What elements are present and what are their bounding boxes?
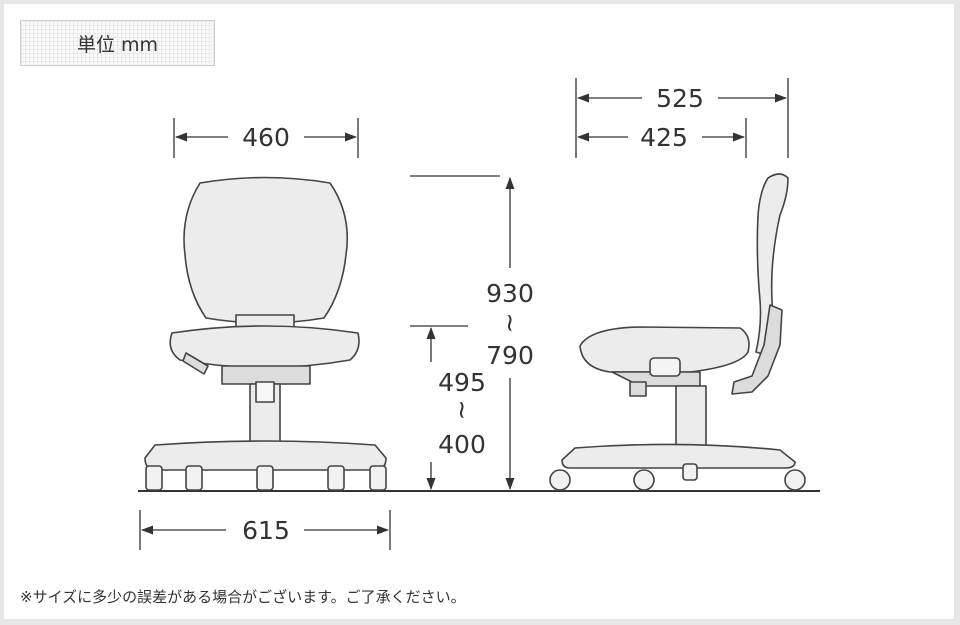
total-height-range-mark: ~ xyxy=(496,313,525,334)
seat-height-min-label: 400 xyxy=(438,430,486,459)
front-caster xyxy=(145,465,163,491)
front-backrest xyxy=(183,176,349,324)
seat-height-dimension xyxy=(410,325,468,490)
side-caster xyxy=(549,469,571,491)
side-base xyxy=(561,443,796,469)
unit-label: 単位 mm xyxy=(20,20,215,66)
total-height-max-label: 930 xyxy=(486,279,534,308)
disclaimer-note: ※サイズに多少の誤差がある場合がございます。ご了承ください。 xyxy=(20,588,466,606)
front-caster xyxy=(185,465,203,491)
front-caster xyxy=(256,465,274,491)
diagram-frame xyxy=(4,4,954,619)
side-caster xyxy=(682,463,698,481)
front-width-dimension xyxy=(173,118,359,158)
base-width-label: 615 xyxy=(242,516,290,545)
side-seat-depth-label: 425 xyxy=(640,123,688,152)
front-width-label: 460 xyxy=(242,123,290,152)
front-caster xyxy=(369,465,387,491)
side-back-frame xyxy=(731,304,783,395)
seat-height-range-mark: ~ xyxy=(448,400,477,421)
side-gas-cylinder xyxy=(675,385,707,449)
side-lever xyxy=(649,357,681,377)
base-width-dimension xyxy=(139,510,391,550)
side-seat xyxy=(579,326,750,373)
front-view-chair xyxy=(144,176,387,491)
side-caster xyxy=(633,469,655,491)
side-lever-handle xyxy=(629,381,647,397)
side-seat-depth-dimension xyxy=(577,118,747,158)
total-height-min-label: 790 xyxy=(486,341,534,370)
front-lever xyxy=(182,352,209,375)
seat-height-max-label: 495 xyxy=(438,368,486,397)
side-view-chair xyxy=(549,173,806,491)
side-total-depth-dimension xyxy=(575,78,789,158)
side-caster xyxy=(784,469,806,491)
total-height-dimension xyxy=(410,175,515,490)
front-caster xyxy=(327,465,345,491)
side-total-depth-label: 525 xyxy=(656,84,704,113)
front-seat xyxy=(169,325,360,369)
